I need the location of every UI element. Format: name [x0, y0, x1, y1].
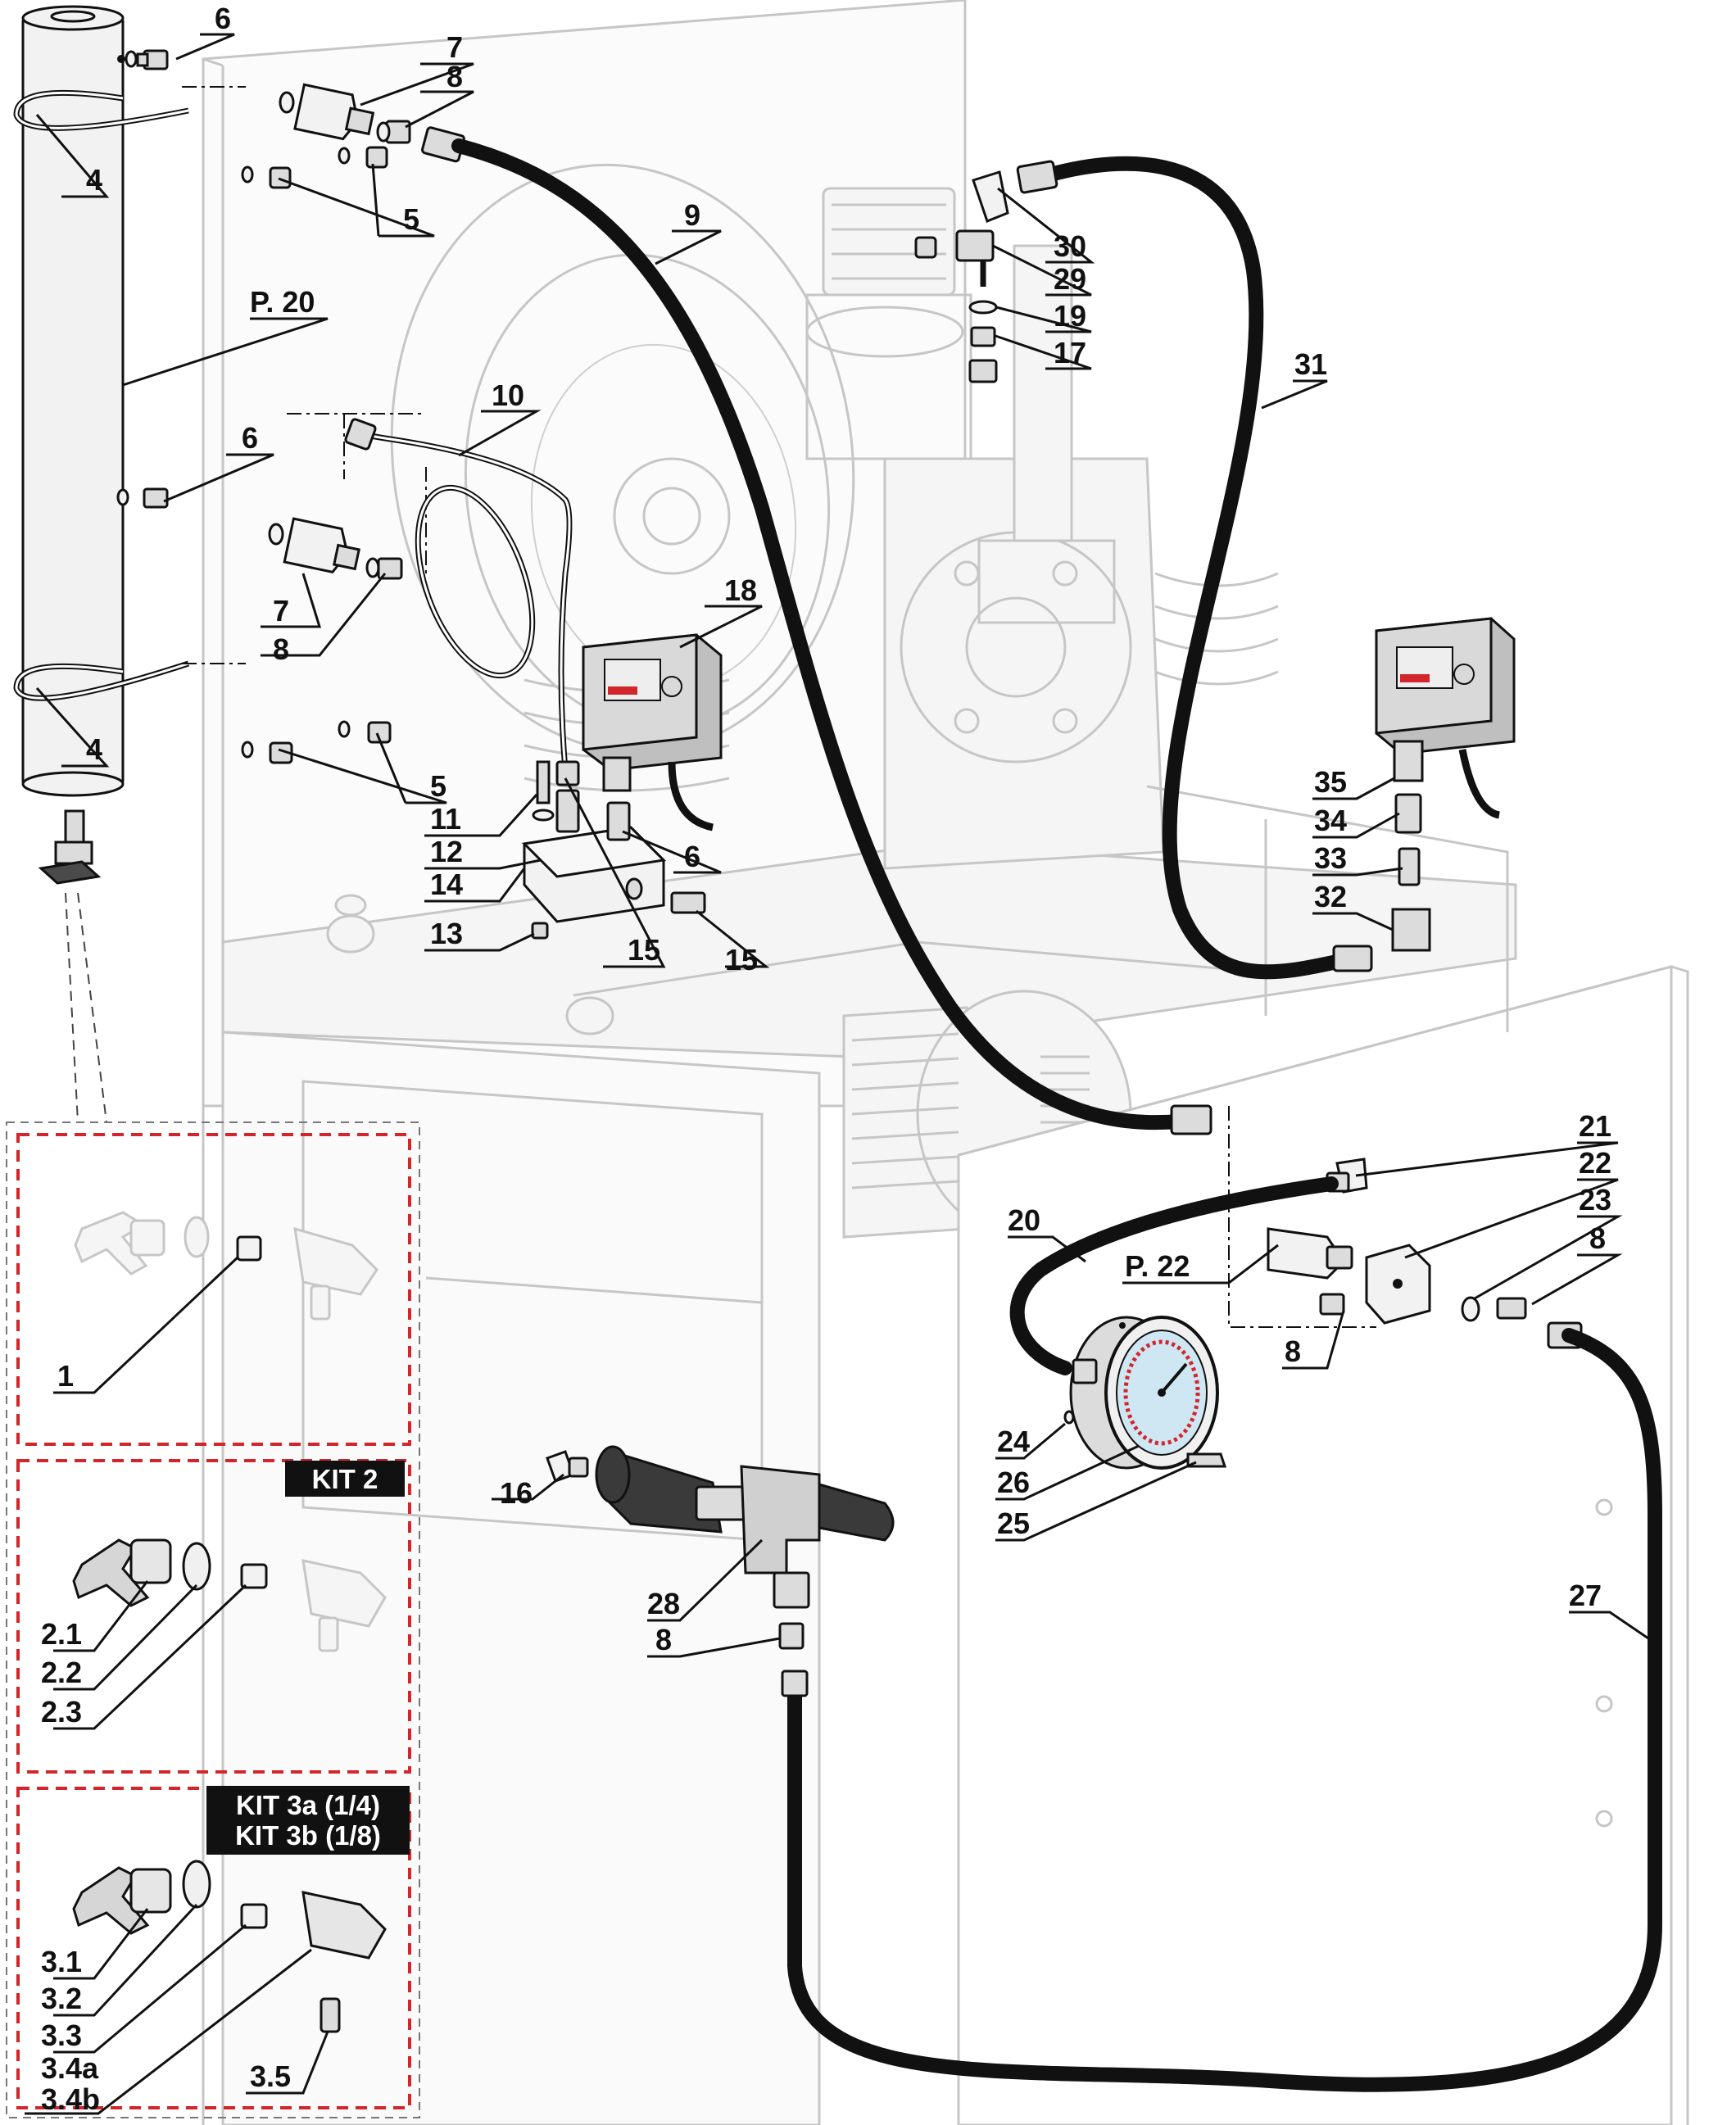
callout-28: 28 [647, 1587, 680, 1620]
leader-lines [25, 33, 1649, 2115]
dash-link [65, 892, 79, 1123]
callout-27: 27 [1569, 1579, 1602, 1612]
callout-3-5: 3.5 [250, 2059, 291, 2093]
kit-1-parts [74, 1211, 378, 1321]
callout-5: 5 [403, 202, 419, 236]
kits-outer-frame [6, 1121, 420, 2118]
dash-link [77, 892, 107, 1123]
callout-34: 34 [1314, 804, 1347, 837]
hose-9 [451, 138, 1212, 1130]
kit-2-label: KIT 2 [285, 1461, 405, 1497]
callout-30: 30 [1054, 229, 1086, 263]
callout-16: 16 [500, 1476, 533, 1510]
callout-5-low: 5 [430, 769, 446, 803]
kit-2-parts [72, 1538, 387, 1652]
callout-21: 21 [1579, 1109, 1611, 1143]
drain-valve-28 [546, 1445, 895, 1650]
kit-2-panel [16, 1459, 411, 1774]
callout-17: 17 [1054, 336, 1086, 369]
assembly-axis-lines [182, 86, 1376, 1328]
callout-26: 26 [997, 1466, 1030, 1499]
kit-3-parts [72, 1860, 387, 2033]
callout-29: 29 [1054, 262, 1086, 296]
callout-8-gauge-right: 8 [1589, 1221, 1606, 1255]
hose-9-fitting [1170, 1104, 1212, 1135]
callout-25: 25 [997, 1507, 1030, 1540]
tube-10 [344, 418, 580, 786]
kit-3b-label-text: KIT 3b (1/8) [235, 1820, 381, 1851]
filter-cartridge-cylinder [13, 5, 190, 885]
callout-13: 13 [430, 917, 463, 950]
callout-3-4b: 3.4b [41, 2082, 100, 2116]
callout-4: 4 [86, 163, 102, 197]
fittings-17-30 [914, 170, 1009, 383]
callout-18: 18 [724, 573, 757, 607]
callout-p22: P. 22 [1125, 1249, 1190, 1283]
callout-14: 14 [430, 868, 463, 901]
callout-24: 24 [997, 1425, 1030, 1458]
callout-p20: P. 20 [250, 285, 315, 319]
callout-8-gauge-left: 8 [1285, 1334, 1301, 1368]
callout-8: 8 [446, 60, 463, 93]
pressure-switch-35 [1375, 617, 1516, 952]
callout-12: 12 [430, 835, 463, 868]
callout-11: 11 [430, 802, 461, 836]
kit-3-label: KIT 3a (1/4) KIT 3b (1/8) [206, 1786, 410, 1855]
callout-3-3: 3.3 [41, 2019, 82, 2052]
callout-15: 15 [628, 933, 660, 967]
callout-33: 33 [1314, 841, 1347, 875]
callout-labels: 6 7 8 4 5 9 P. 20 10 6 18 7 8 4 5 11 12 … [41, 2, 1611, 2116]
pressure-gauge [1063, 1316, 1227, 1470]
callout-7: 7 [446, 30, 463, 64]
fittings-top-left [116, 49, 465, 764]
hose-20 [1009, 1176, 1339, 1375]
callout-20: 20 [1008, 1203, 1040, 1237]
callout-2-1: 2.1 [41, 1617, 82, 1651]
callout-1: 1 [57, 1359, 74, 1393]
callout-4-low: 4 [86, 732, 102, 766]
callout-3-1: 3.1 [41, 1945, 82, 1978]
callout-32: 32 [1314, 880, 1347, 913]
hose-31-fitting [1016, 160, 1058, 194]
callout-8-mid: 8 [273, 632, 289, 666]
callout-19: 19 [1054, 299, 1086, 333]
callout-6-manifold: 6 [684, 840, 700, 873]
gauge-manifold-block-22 [1267, 1158, 1583, 1349]
callout-15-b: 15 [725, 943, 758, 976]
callout-9: 9 [684, 198, 700, 232]
hose-31-fitting-low [1332, 945, 1373, 972]
hose-31 [1037, 156, 1359, 980]
callout-3-2: 3.2 [41, 1982, 82, 2015]
callout-7-mid: 7 [273, 594, 289, 628]
callout-6: 6 [215, 2, 231, 35]
pressure-switch-18 [582, 633, 723, 831]
callout-6-mid: 6 [242, 421, 258, 455]
compressor-frame-background [202, 0, 1689, 2125]
kit-2-label-text: KIT 2 [312, 1464, 378, 1494]
callout-2-3: 2.3 [41, 1695, 82, 1729]
kit-3a-label-text: KIT 3a (1/4) [236, 1790, 380, 1820]
callout-3-4a: 3.4a [41, 2051, 99, 2085]
hose-27 [787, 1328, 1662, 2092]
callout-23: 23 [1579, 1183, 1611, 1217]
hose-27-fitting [781, 1670, 809, 1697]
callout-35: 35 [1314, 765, 1347, 799]
callout-2-2: 2.2 [41, 1656, 82, 1689]
callout-31: 31 [1294, 347, 1327, 381]
callout-22: 22 [1579, 1146, 1611, 1180]
callout-10: 10 [492, 378, 524, 412]
callout-8-drain: 8 [655, 1623, 672, 1656]
kit-1-panel [16, 1133, 411, 1446]
